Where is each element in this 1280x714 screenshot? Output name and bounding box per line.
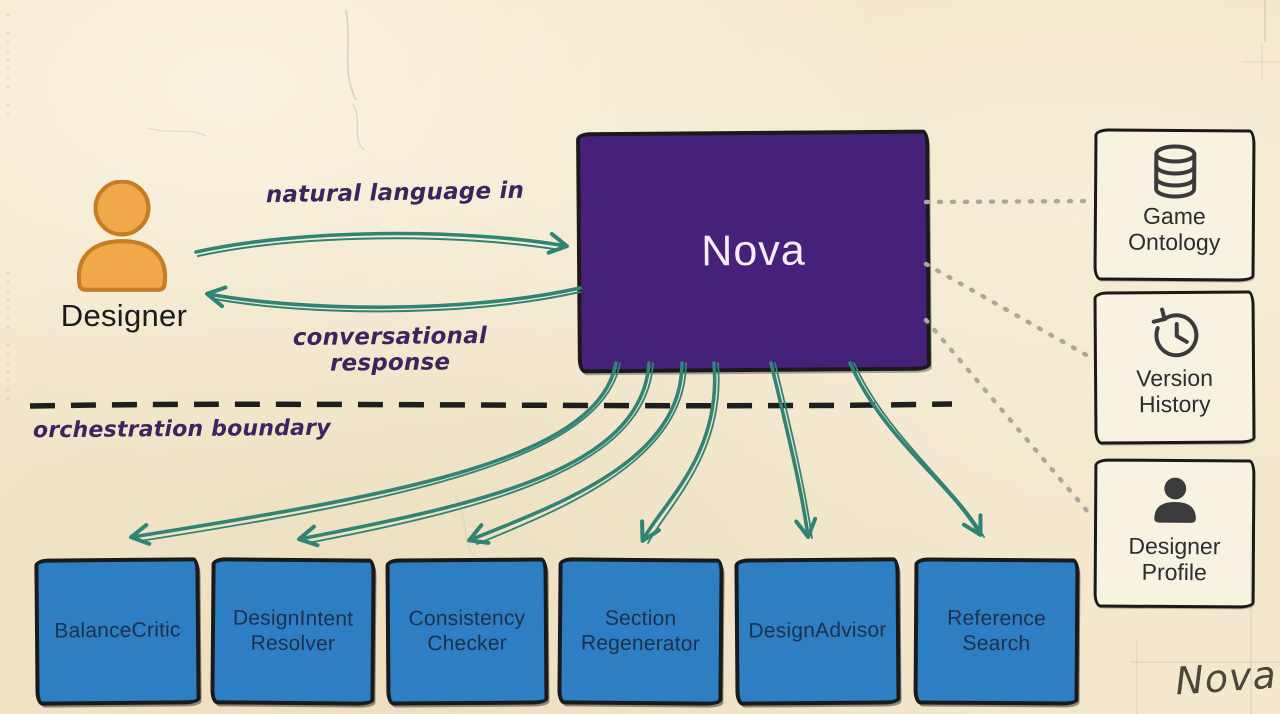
resource-label: Version History (1136, 364, 1214, 417)
agent-label: DesignAdvisor (748, 618, 887, 643)
agent-box-designintent-resolver: DesignIntent Resolver (210, 557, 376, 706)
agent-label: BalanceCritic (54, 618, 181, 643)
nova-core-box: Nova (576, 129, 931, 374)
response-arrow (205, 285, 582, 313)
designer-person-icon (70, 179, 174, 294)
agent-box-designadvisor: DesignAdvisor (734, 557, 901, 706)
agent-box-section-regenerator: Section Regenerator (557, 557, 724, 706)
nova-to-agent-arrows (129, 361, 985, 548)
agent-label: DesignIntent Resolver (232, 606, 354, 655)
agent-box-reference-search: Reference Search (913, 557, 1080, 706)
database-icon (1148, 144, 1202, 200)
agent-box-consistency-checker: Consistency Checker (385, 557, 549, 706)
flow-input-label: natural language in (265, 177, 525, 209)
person-icon (76, 179, 168, 292)
orchestration-boundary-line (29, 401, 953, 409)
boundary-label: orchestration boundary (32, 415, 331, 444)
agent-box-balancecritic: BalanceCritic (34, 557, 201, 706)
agent-label: Section Regenerator (580, 606, 700, 656)
nova-signature: Nova (1173, 652, 1279, 704)
agent-label: Reference Search (947, 606, 1047, 655)
input-arrow (194, 231, 569, 257)
profile-icon (1148, 474, 1202, 530)
resource-label: Designer Profile (1128, 532, 1221, 585)
resource-box-game-ontology: Game Ontology (1093, 128, 1256, 282)
designer-label: Designer (60, 298, 188, 333)
agent-label: Consistency Checker (408, 606, 526, 655)
flow-response-label: conversational response (292, 322, 488, 377)
resource-box-designer-profile: Designer Profile (1093, 458, 1256, 609)
nova-title: Nova (701, 226, 806, 276)
resource-label: Game Ontology (1128, 202, 1221, 256)
resource-box-version-history: Version History (1093, 290, 1256, 445)
nova-to-resource-connectors (923, 198, 1096, 521)
history-icon (1146, 306, 1202, 362)
